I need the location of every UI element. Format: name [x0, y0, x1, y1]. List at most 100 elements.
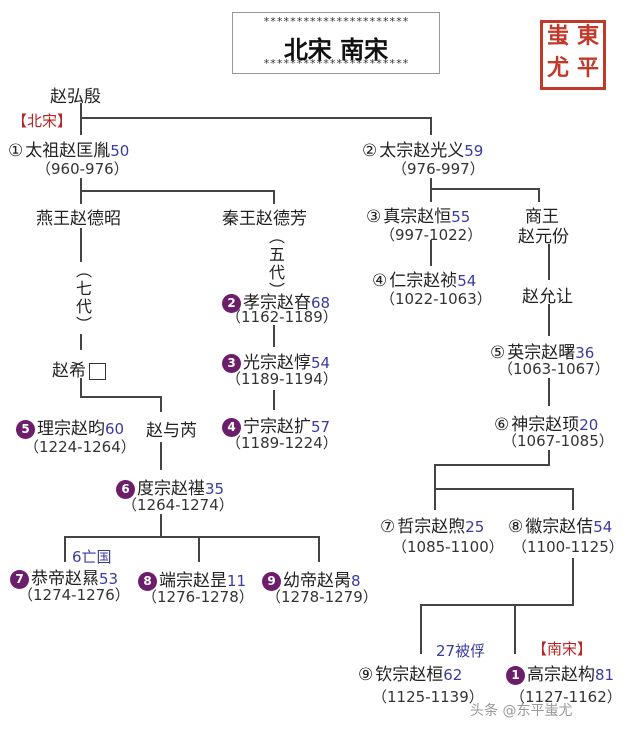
lifespan-age: 60 — [105, 420, 125, 438]
connector-line — [434, 488, 574, 490]
ruler-name: 神宗赵顼 — [511, 415, 580, 435]
ruler-name: 哲宗赵煦 — [397, 517, 466, 537]
connector-line — [420, 604, 574, 606]
ruler-name: 仁宗赵祯 — [389, 271, 458, 291]
reign-order-marker: 7 — [10, 569, 29, 589]
reign-years: （1264-1274） — [122, 496, 234, 514]
ruler-name: 高宗赵构 — [527, 665, 595, 685]
reign-years: （1278-1279） — [266, 588, 378, 606]
lifespan-age: 57 — [311, 418, 331, 436]
lifespan-age: 36 — [575, 344, 595, 362]
ruler-name: 太祖赵匡胤 — [25, 141, 111, 161]
reign-years: （960-976） — [36, 160, 129, 178]
connector-line — [160, 396, 162, 412]
reign-order-marker: 8 — [138, 571, 157, 591]
reign-order-marker: 6 — [116, 479, 135, 499]
connector-line — [80, 378, 82, 398]
reign-years: （1162-1189） — [226, 308, 338, 326]
reign-years: （1224-1264） — [24, 438, 136, 456]
reign-years: （1189-1194） — [226, 370, 338, 388]
ruler-name: 恭帝赵㬎 — [31, 569, 99, 589]
reign-order-marker: ③ — [366, 207, 382, 227]
connector-line — [434, 464, 436, 488]
watermark: 头条 @东平蚩尤 — [470, 703, 573, 719]
reign-order-marker: ④ — [372, 271, 388, 291]
reign-years: （1100-1125） — [512, 538, 624, 556]
south-song-tag: 【南宋】 — [532, 640, 593, 658]
lifespan-age: 59 — [464, 142, 484, 160]
ancestor-name: 赵弘殷 — [50, 87, 101, 107]
seal-char: 蚩 — [546, 24, 569, 49]
lifespan-age: 55 — [451, 208, 471, 226]
ruler-name: 赵希 — [52, 361, 86, 381]
reign-years: （1022-1063） — [380, 290, 492, 308]
connector-line — [572, 558, 574, 604]
ruler-name: 理宗赵昀 — [37, 419, 105, 439]
connector-line — [434, 488, 436, 510]
connector-line — [430, 178, 432, 188]
lifespan-age: 25 — [465, 518, 485, 536]
reign-years: （1189-1224） — [226, 434, 338, 452]
ruler-name: 赵与芮 — [146, 421, 197, 441]
connector-line — [80, 117, 430, 119]
lifespan-age: 11 — [227, 572, 247, 590]
connector-line — [430, 240, 432, 266]
ruler-name: 商王 — [525, 207, 559, 227]
ruler-node-shang2: 赵元份 — [518, 222, 569, 247]
seal-char: 東 — [576, 24, 599, 49]
seal-char: 尤 — [546, 56, 569, 81]
ruler-node-shang: 商王 — [525, 202, 559, 227]
ruler-name: 度宗赵禥 — [137, 479, 205, 499]
connector-line — [548, 304, 550, 336]
lifespan-age: 54 — [593, 518, 613, 536]
lifespan-age: 8 — [351, 572, 361, 590]
lifespan-age: 53 — [99, 570, 119, 588]
connector-line — [198, 536, 200, 562]
connector-line — [64, 536, 66, 562]
ruler-name: 幼帝赵昺 — [283, 571, 351, 591]
captured-note: 27被俘 — [436, 642, 486, 660]
ruler-name: 真宗赵恒 — [383, 207, 452, 227]
ruler-node-yunrang: 赵允让 — [522, 282, 573, 307]
ruler-name: 燕王赵德昭 — [36, 209, 121, 229]
reign-order-marker: ⑨ — [358, 665, 374, 685]
ruler-name: 赵元份 — [518, 227, 569, 247]
reign-order-marker: ⑦ — [380, 517, 396, 537]
fall-note: 6亡国 — [72, 548, 112, 566]
connector-line — [80, 117, 82, 135]
reign-order-marker: ⑧ — [508, 517, 524, 537]
lifespan-age: 68 — [311, 294, 331, 312]
reign-years: （1274-1276） — [18, 586, 130, 604]
lifespan-age: 62 — [443, 666, 463, 684]
page-title: 北宋 南宋 — [283, 36, 389, 64]
reign-years: （1067-1085） — [502, 432, 614, 450]
connector-line — [430, 117, 432, 135]
five-generations-note: （五代） — [263, 228, 287, 300]
connector-line — [273, 190, 275, 204]
ruler-name: 赵允让 — [522, 287, 573, 307]
reign-order-marker: 1 — [506, 665, 525, 685]
connector-line — [434, 464, 550, 466]
north-song-tag: 【北宋】 — [12, 112, 73, 130]
lifespan-age: 50 — [110, 142, 130, 160]
connector-line — [80, 178, 82, 190]
ruler-name: 孝宗赵昚 — [243, 293, 311, 313]
connector-line — [80, 103, 82, 117]
ruler-name: 光宗赵惇 — [243, 353, 311, 373]
reign-years: （1127-1162） — [510, 688, 622, 706]
connector-line — [318, 536, 320, 562]
missing-char-box — [89, 362, 106, 380]
reign-order-marker: 3 — [222, 353, 241, 373]
reign-years: （1063-1067） — [498, 360, 610, 378]
lifespan-age: 35 — [205, 480, 225, 498]
